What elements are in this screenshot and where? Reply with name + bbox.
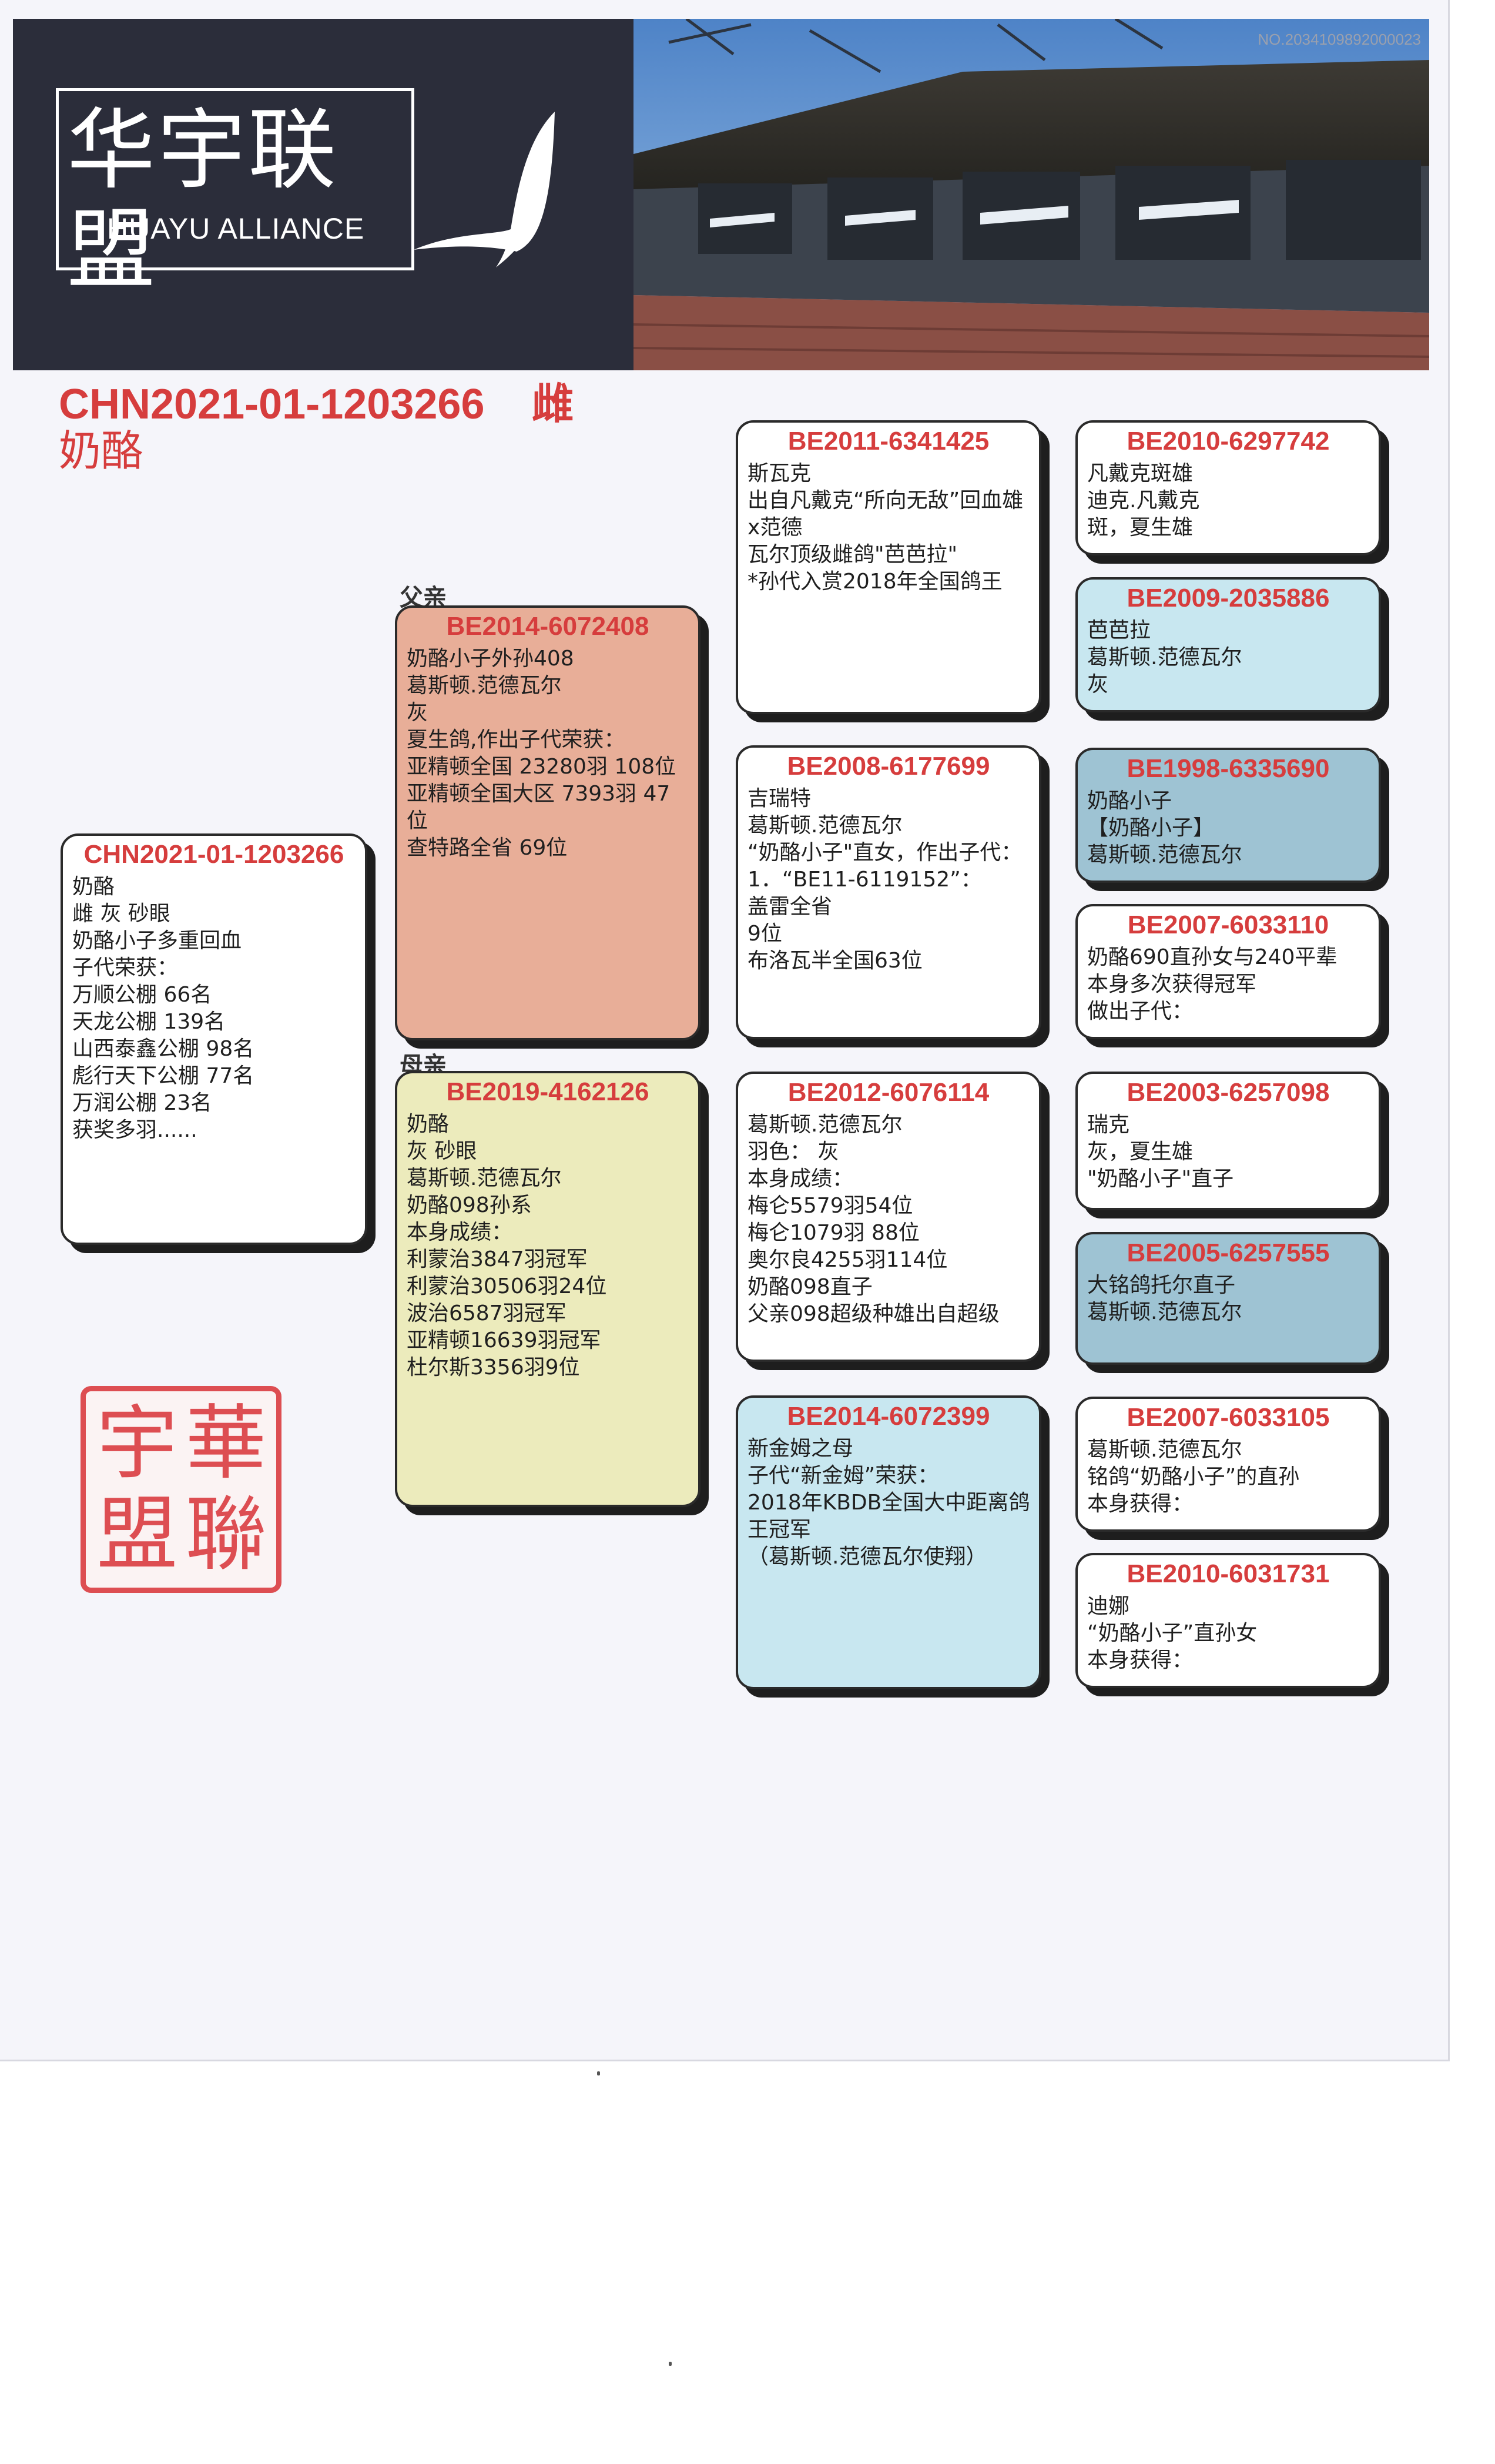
- grandmother-maternal-details: 新金姆之母 子代“新金姆”荣获： 2018年KBDB全国大中距离鸽王冠军 （葛斯…: [748, 1437, 1030, 1569]
- ggp-mff-details: 瑞克 灰，夏生雄 "奶酪小子"直子: [1087, 1113, 1234, 1191]
- pedigree-sheet: NO.2034109892000023 华宇联盟 HUAYU ALLIANCE …: [0, 0, 1450, 2061]
- ggp-mfm-details: 大铭鸽托尔直子 葛斯顿.范德瓦尔: [1087, 1273, 1242, 1324]
- grandfather-paternal-details: 斯瓦克 出自凡戴克“所向无敌”回血雄x范德 瓦尔顶级雌鸽"芭芭拉" *孙代入赏2…: [748, 461, 1024, 594]
- grandfather-maternal-ring: BE2012-6076114: [787, 1078, 990, 1107]
- ggp-mmm-ring: BE2010-6031731: [1127, 1559, 1330, 1588]
- father-details: 奶酪小子外孙408 葛斯顿.范德瓦尔 灰 夏生鸽,作出子代荣获： 亚精顿全国 2…: [407, 647, 676, 860]
- seal-char-2: 宇: [96, 1396, 178, 1491]
- title-ring-number: CHN2021-01-1203266 雌: [59, 381, 574, 428]
- grandfather-maternal-details: 葛斯顿.范德瓦尔 羽色： 灰 本身成绩： 梅仑5579羽54位 梅仑1079羽 …: [748, 1113, 1000, 1326]
- seal-char-4: 盟: [96, 1487, 178, 1582]
- logo-english-name: HUAYU ALLIANCE: [107, 212, 365, 245]
- serial-number: NO.2034109892000023: [1258, 31, 1421, 48]
- ggp-fmf-card: BE1998-6335690 奶酪小子 【奶酪小子】 葛斯顿.范德瓦尔: [1075, 748, 1381, 883]
- scan-speck: [597, 2071, 600, 2075]
- ggp-ffm-ring: BE2009-2035886: [1127, 584, 1330, 612]
- subject-details: 奶酪 雌 灰 砂眼 奶酪小子多重回血 子代荣获： 万顺公棚 66名 天龙公棚 1…: [72, 875, 254, 1142]
- ggp-mfm-card: BE2005-6257555 大铭鸽托尔直子 葛斯顿.范德瓦尔: [1075, 1232, 1381, 1365]
- grandmother-maternal-card: BE2014-6072399 新金姆之母 子代“新金姆”荣获： 2018年KBD…: [736, 1395, 1041, 1689]
- ggp-mmf-ring: BE2007-6033105: [1127, 1403, 1330, 1432]
- seal-char-1: 華: [185, 1396, 267, 1491]
- ggp-mmf-details: 葛斯顿.范德瓦尔 铭鸽“奶酪小子”的直孙 本身获得：: [1087, 1438, 1300, 1516]
- logo-chinese-name: 华宇联盟: [67, 99, 339, 302]
- title-bird-name: 奶酪: [59, 426, 144, 476]
- subject-card: CHN2021-01-1203266 奶酪 雌 灰 砂眼 奶酪小子多重回血 子代…: [61, 833, 367, 1245]
- mother-details: 奶酪 灰 砂眼 葛斯顿.范德瓦尔 奶酪098孙系 本身成绩： 利蒙治3847羽冠…: [407, 1112, 607, 1380]
- ggp-ffm-card: BE2009-2035886 芭芭拉 葛斯顿.范德瓦尔 灰: [1075, 577, 1381, 712]
- scan-speck: [669, 2362, 672, 2366]
- ggp-fmm-details: 奶酪690直孙女与240平辈 本身多次获得冠军 做出子代：: [1087, 945, 1338, 1023]
- father-card: BE2014-6072408 奶酪小子外孙408 葛斯顿.范德瓦尔 灰 夏生鸽,…: [395, 605, 700, 1040]
- header-banner: NO.2034109892000023 华宇联盟 HUAYU ALLIANCE: [13, 19, 1429, 370]
- grandmother-paternal-ring: BE2008-6177699: [787, 752, 990, 781]
- ggp-fmm-card: BE2007-6033110 奶酪690直孙女与240平辈 本身多次获得冠军 做…: [1075, 904, 1381, 1039]
- mother-card: BE2019-4162126 奶酪 灰 砂眼 葛斯顿.范德瓦尔 奶酪098孙系 …: [395, 1071, 700, 1507]
- ggp-fff-card: BE2010-6297742 凡戴克斑雄 迪克.凡戴克 斑，夏生雄: [1075, 420, 1381, 555]
- logo-box: 华宇联盟 HUAYU ALLIANCE: [56, 88, 414, 300]
- bird-logo-icon: [414, 112, 555, 267]
- subject-ring: CHN2021-01-1203266: [83, 840, 344, 869]
- grandfather-paternal-ring: BE2011-6341425: [787, 427, 990, 456]
- ggp-mmm-card: BE2010-6031731 迪娜 “奶酪小子”直孙女 本身获得：: [1075, 1553, 1381, 1688]
- mother-ring: BE2019-4162126: [446, 1077, 649, 1106]
- ggp-mmm-details: 迪娜 “奶酪小子”直孙女 本身获得：: [1087, 1594, 1258, 1672]
- ggp-fff-details: 凡戴克斑雄 迪克.凡戴克 斑，夏生雄: [1087, 461, 1200, 540]
- grandmother-paternal-details: 吉瑞特 葛斯顿.范德瓦尔 “奶酪小子"直女，作出子代： 1．“BE11-6119…: [748, 786, 1023, 973]
- grandmother-maternal-ring: BE2014-6072399: [787, 1402, 990, 1431]
- ggp-fmf-ring: BE1998-6335690: [1127, 754, 1330, 783]
- ggp-fff-ring: BE2010-6297742: [1127, 427, 1330, 456]
- grandmother-paternal-card: BE2008-6177699 吉瑞特 葛斯顿.范德瓦尔 “奶酪小子"直女，作出子…: [736, 745, 1041, 1039]
- red-seal-stamp: 華 宇 聯 盟: [81, 1386, 281, 1593]
- ggp-fmf-details: 奶酪小子 【奶酪小子】 葛斯顿.范德瓦尔: [1087, 789, 1242, 867]
- loft-photo: [633, 19, 1429, 370]
- seal-char-3: 聯: [185, 1487, 267, 1582]
- ggp-ffm-details: 芭芭拉 葛斯顿.范德瓦尔 灰: [1087, 618, 1242, 697]
- father-ring: BE2014-6072408: [446, 612, 649, 641]
- grandfather-maternal-card: BE2012-6076114 葛斯顿.范德瓦尔 羽色： 灰 本身成绩： 梅仑55…: [736, 1072, 1041, 1362]
- ggp-fmm-ring: BE2007-6033110: [1127, 910, 1329, 939]
- ggp-mff-ring: BE2003-6257098: [1127, 1078, 1330, 1107]
- grandfather-paternal-card: BE2011-6341425 斯瓦克 出自凡戴克“所向无敌”回血雄x范德 瓦尔顶…: [736, 420, 1041, 714]
- ggp-mff-card: BE2003-6257098 瑞克 灰，夏生雄 "奶酪小子"直子: [1075, 1072, 1381, 1210]
- ggp-mmf-card: BE2007-6033105 葛斯顿.范德瓦尔 铭鸽“奶酪小子”的直孙 本身获得…: [1075, 1397, 1381, 1532]
- ggp-mfm-ring: BE2005-6257555: [1127, 1238, 1330, 1267]
